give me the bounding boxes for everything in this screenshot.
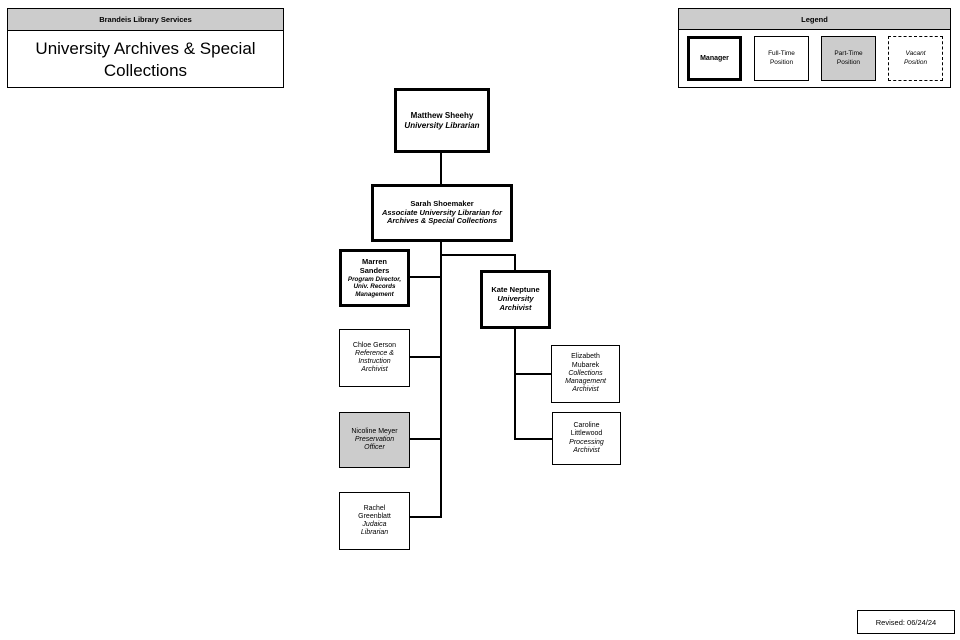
person-name: Matthew Sheehy <box>410 111 474 121</box>
person-title: Program Director, Univ. Records Manageme… <box>347 275 402 298</box>
org-node-elizabeth-mubarek: Elizabeth Mubarek Collections Management… <box>551 345 620 403</box>
org-node-kate-neptune: Kate Neptune University Archivist <box>480 270 551 329</box>
person-name: Rachel Greenblatt <box>358 504 391 520</box>
org-node-matthew-sheehy: Matthew Sheehy University Librarian <box>394 88 490 153</box>
person-title: University Librarian <box>404 120 480 130</box>
person-title: Associate University Librarian for Archi… <box>381 207 503 226</box>
legend-panel: Legend Manager Full-Time Position Part-T… <box>678 8 951 88</box>
connector-line <box>410 356 440 358</box>
person-name: Nicoline Meyer <box>351 427 398 435</box>
page-title: University Archives & Special Collection… <box>35 39 256 80</box>
person-name: Elizabeth Mubarek <box>571 353 600 369</box>
org-node-marren-sanders: Marren Sanders Program Director, Univ. R… <box>339 249 410 307</box>
person-title: Judaica Librarian <box>360 521 389 537</box>
person-name: Chloe Gerson <box>352 341 397 349</box>
legend-item-vacant: Vacant Position <box>888 36 943 81</box>
person-name: Marren Sanders <box>359 257 390 275</box>
legend-items: Manager Full-Time Position Part-Time Pos… <box>679 30 950 81</box>
org-node-sarah-shoemaker: Sarah Shoemaker Associate University Lib… <box>371 184 513 242</box>
connector-line <box>516 373 551 375</box>
connector-line <box>410 438 440 440</box>
legend-item-part-time: Part-Time Position <box>821 36 876 81</box>
revision-box: Revised: 06/24/24 <box>857 610 955 634</box>
connector-line <box>410 276 440 278</box>
person-title: Processing Archivist <box>569 438 604 454</box>
title-panel: Brandeis Library Services University Arc… <box>7 8 284 88</box>
connector-line <box>410 516 440 518</box>
person-title: Collections Management Archivist <box>565 369 606 394</box>
org-node-chloe-gerson: Chloe Gerson Reference & Instruction Arc… <box>339 329 410 387</box>
connector-line <box>440 254 516 256</box>
person-name: Sarah Shoemaker <box>410 198 474 208</box>
legend-item-full-time: Full-Time Position <box>754 36 809 81</box>
org-node-rachel-greenblatt: Rachel Greenblatt Judaica Librarian <box>339 492 410 550</box>
person-title: Preservation Officer <box>354 435 395 452</box>
connector-line <box>514 329 516 440</box>
legend-item-manager: Manager <box>687 36 742 81</box>
person-title: Reference & Instruction Archivist <box>355 349 394 374</box>
connector-line <box>514 254 516 270</box>
person-title: University Archivist <box>497 294 534 312</box>
org-node-caroline-littlewood: Caroline Littlewood Processing Archivist <box>552 412 621 465</box>
legend-header: Legend <box>679 9 950 30</box>
connector-line <box>440 153 442 184</box>
connector-line <box>440 242 442 518</box>
title-panel-header: Brandeis Library Services <box>8 9 283 31</box>
person-name: Caroline Littlewood <box>570 422 603 438</box>
person-name: Kate Neptune <box>491 285 540 295</box>
connector-line <box>516 438 552 440</box>
revision-date: Revised: 06/24/24 <box>875 617 937 627</box>
org-node-nicoline-meyer: Nicoline Meyer Preservation Officer <box>339 412 410 468</box>
